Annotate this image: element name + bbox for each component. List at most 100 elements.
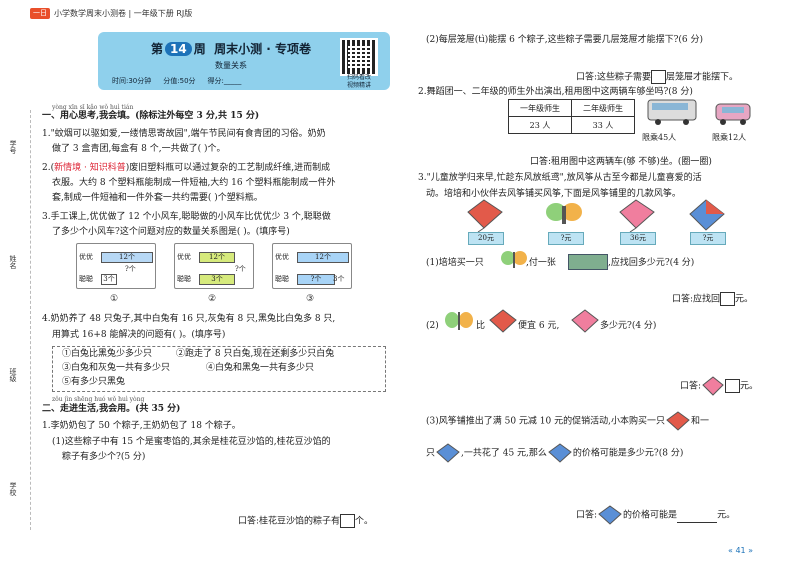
table-cell-grade1: 23 人 (508, 116, 572, 134)
q6-answer: 口答:租用图中这两辆车(够 不够)坐。(圈一圈) (530, 157, 712, 167)
q5-2-answer-box[interactable] (651, 70, 667, 84)
fig-num-3: ③ (306, 294, 315, 304)
fig-num-1: ① (110, 294, 119, 304)
bus1-capacity: 限乘45人 (642, 133, 677, 142)
q7-2-text-c: 便宜 6 元, (518, 321, 560, 331)
q7-line1: 3."儿童放学归来早,忙趁东风放纸鸢",放风筝从古至今都是儿童喜爱的活 (418, 173, 702, 183)
banner-meta: 时间:30分钟 分值:50分 得分:_____ (112, 76, 241, 86)
q7-1-answer-text: 口答:应找回 (672, 294, 721, 305)
q7-2-answer-box[interactable] (725, 379, 741, 393)
section2-pinyin: zǒu jìn shēng huó wǒ huì yòng (52, 396, 145, 403)
large-bus-icon (647, 99, 697, 125)
blue-kite-icon (436, 443, 460, 463)
q7-2-answer-text: 口答: (680, 381, 702, 392)
fig-bar-top: 12个 (101, 252, 153, 263)
fig-label-youyou: 优优 (275, 253, 289, 261)
q7-1-answer-unit: 元。 (735, 294, 754, 305)
section1-heading: 一、用心思考,我会填。(除标注外每空 3 分,共 15 分) (42, 111, 260, 121)
section1-pinyin: yòng xīn sī kǎo wǒ huì tián (52, 104, 134, 111)
q4-line1: 4.奶奶养了 48 只兔子,其中白兔有 16 只,灰兔有 8 只,黑兔比白兔多 … (42, 314, 336, 324)
q5-answer-text: 口答:桂花豆沙馅的粽子有 (238, 516, 341, 527)
red-kite-icon (489, 309, 517, 333)
table-cell-grade2: 33 人 (571, 116, 635, 134)
q7-2-text-d: 多少元?(4 分) (600, 321, 657, 331)
table-header-grade1: 一年级师生 (508, 99, 572, 117)
q3-line1: 3.手工课上,优优做了 12 个小风车,聪聪做的小风车比优优少 3 个,聪聪做 (42, 212, 331, 222)
q1-line2: 做了 3 盒青团,每盒有 8 个,一共做了( )个。 (52, 144, 226, 154)
q4-option-5: ⑤有多少只黑兔 (62, 377, 126, 387)
qr-code-icon[interactable] (340, 38, 378, 76)
qr-label-line: 扫码看改 (346, 74, 371, 81)
q5-2-question: (2)每层笼屉(tì)能摆 6 个粽子,这些粽子需要几层笼屉才能摆下?(6 分) (426, 35, 704, 45)
fig-label-congcong: 聪聪 (177, 275, 191, 283)
binding-line (30, 110, 31, 530)
red-kite-icon (666, 411, 690, 431)
q7-1-text-a: (1)培培买一只 (426, 258, 484, 268)
q7-2-text-a: (2) (426, 321, 439, 331)
section2-heading: 二、走进生活,我会用。(共 35 分) (42, 404, 181, 414)
kite-2-price: ?元 (548, 232, 584, 245)
q7-3-answer: 口答:的价格可能是 元。 (576, 504, 735, 526)
margin-student-id: 学号 (9, 140, 17, 154)
q7-3-line2: 只 ,一共花了 45 元,那么 的价格可能是多少元?(8 分) (426, 442, 683, 464)
q6-question: 2.舞蹈团一、二年级的师生外出演出,租用图中这两辆车够坐吗?(8 分) (418, 87, 693, 97)
q7-line2: 动。培培和小伙伴去风筝铺买风筝,下面是风筝铺里的几款风筝。 (426, 189, 681, 199)
kite-3-price: 36元 (620, 232, 656, 245)
banner-subtitle: 数量关系 (215, 61, 247, 70)
q7-1-answer-box[interactable] (720, 292, 736, 306)
relation-figure-2: 优优 12个 聪聪 3个 ?个 (174, 243, 254, 289)
q7-2-answer: 口答: 元。 (680, 375, 758, 397)
butterfly-kite-icon (445, 312, 473, 330)
header-tag: 一日 (30, 7, 50, 19)
q3-line2: 了多少个小风车?这个问题对应的数量关系图是( )。(填序号) (52, 227, 290, 237)
q7-3-text-b: 和一 (690, 416, 709, 427)
q5-line3: 粽子有多少个?(5 分) (62, 452, 146, 462)
kite-3-icon (619, 199, 655, 232)
q5-line1: 1.李奶奶包了 50 个粽子,王奶奶包了 18 个粽子。 (42, 421, 241, 431)
butterfly-kite-icon (501, 251, 527, 268)
qr-label: 扫码看改 视频精讲 (334, 74, 384, 90)
q5-answer-box[interactable] (340, 514, 356, 528)
q4-option-1: ①白兔比黑兔少多少只 (62, 349, 153, 359)
q7-3-answer-blank[interactable] (677, 510, 718, 523)
q7-3-text-d: ,一共花了 45 元,那么 (461, 448, 547, 459)
q2-tag: 新情境 · 知识科普 (54, 163, 126, 173)
q5-2-answer-end: 层笼屉才能摆下。 (666, 72, 739, 83)
q5-2-answer-text: 口答:这些粽子需要 (576, 72, 652, 83)
banner-title-text: 周末小测 · 专项卷 (214, 42, 311, 56)
q4-line2: 用算式 16+8 能解决的问题有( )。(填序号) (52, 330, 226, 340)
kite-2-icon (546, 203, 582, 224)
q7-2-answer-unit: 元。 (740, 381, 759, 392)
kite-4-price: ?元 (690, 232, 726, 245)
q2-line3: 套,制成一件短袖和一件外套一共约需要( )个塑料瓶。 (52, 193, 263, 203)
fig-bar-top: 12个 (297, 252, 349, 263)
q5-answer-unit: 个。 (355, 516, 374, 527)
q7-3-line1: (3)风筝铺推出了满 50 元减 10 元的促销活动,小本购买一只 和一 (426, 410, 709, 432)
score-label: 分值:50分 (163, 77, 196, 85)
fig-label-congcong: 聪聪 (275, 275, 289, 283)
fig-num-2: ② (208, 294, 217, 304)
q4-option-2: ②跑走了 8 只白兔,现在还剩多少只白兔 (176, 349, 335, 359)
q7-3-text-a: (3)风筝铺推出了满 50 元减 10 元的促销活动,小本购买一只 (426, 416, 665, 427)
week-prefix: 第 (150, 42, 163, 56)
fig-question: ?个 (125, 265, 136, 273)
time-label: 时间:30分钟 (112, 77, 152, 85)
got-label: 得分:_____ (207, 77, 242, 85)
q7-3-text-c: 只 (426, 448, 436, 459)
page-number: « 41 » (728, 546, 754, 555)
week-number: 14 (165, 42, 192, 56)
blue-kite-icon (598, 505, 622, 525)
q7-3-answer-middle: 的价格可能是 (623, 510, 678, 521)
fig-bar-bottom: 3个 (101, 274, 117, 285)
q7-3-text-e: 的价格可能是多少元?(8 分) (572, 448, 684, 459)
q1-line1: 1."蚊烟可以驱如爱,一缕情思寄故园",端午节民间有食青团的习俗。奶奶 (42, 129, 326, 139)
fig-question: ?个 (235, 265, 246, 273)
q4-options-box (52, 346, 386, 392)
relation-figure-1: 优优 12个 聪聪 3个 ?个 (76, 243, 156, 289)
fig-bar-bottom: ?个 (297, 274, 335, 285)
small-van-icon (715, 103, 751, 125)
q4-option-4: ④白兔和黑兔一共有多少只 (206, 363, 315, 373)
fig-label-congcong: 聪聪 (79, 275, 93, 283)
